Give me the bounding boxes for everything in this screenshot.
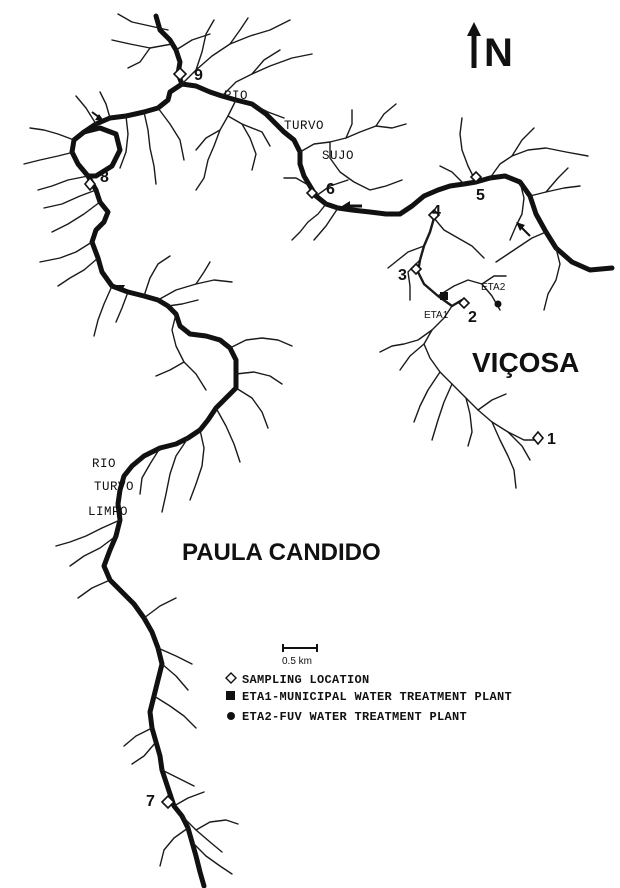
river-label-rio-sujo: RIO: [224, 89, 248, 103]
site-1-label: 1: [547, 431, 556, 448]
site-4-label: 4: [432, 203, 441, 220]
site-3-label: 3: [398, 267, 407, 284]
eta1-label: ETA1: [424, 310, 449, 321]
legend-item-eta2: ETA2-FUV WATER TREATMENT PLANT: [242, 710, 467, 724]
legend-diamond-symbol: [225, 672, 237, 684]
legend-square-symbol: [226, 691, 235, 700]
site-8-marker: [83, 176, 97, 192]
river-label-turvo-sujo: TURVO: [284, 119, 324, 133]
river-label-limpo: LIMPO: [88, 505, 128, 519]
scale-label: 0.5 km: [282, 656, 312, 667]
site-9-marker: [172, 66, 188, 82]
legend: SAMPLING LOCATION ETA1-MUNICIPAL WATER T…: [225, 672, 512, 724]
sampling-sites: 1 2 3 4 5 6 7 8 9: [83, 66, 556, 810]
site-7-marker: [160, 794, 176, 810]
treatment-plants: ETA1 ETA2: [424, 282, 506, 321]
legend-circle-symbol: [227, 712, 235, 720]
site-1-marker: [531, 430, 545, 446]
legend-item-eta1: ETA1-MUNICIPAL WATER TREATMENT PLANT: [242, 690, 512, 704]
site-6-marker: [305, 186, 319, 200]
river-turvo-sujo: [69, 81, 615, 888]
legend-item-sampling: SAMPLING LOCATION: [242, 673, 370, 687]
city-label-paula-candido: PAULA CANDIDO: [182, 539, 381, 566]
city-label-vicosa: VIÇOSA: [472, 347, 579, 378]
tributary-network: [23, 13, 589, 875]
site-7-label: 7: [146, 793, 155, 810]
river-label-sujo: SUJO: [322, 149, 354, 163]
river-label-rio-limpo: RIO: [92, 457, 116, 471]
flow-arrows: [91, 111, 531, 295]
river-loop-8: [81, 125, 123, 179]
site-8-label: 8: [100, 169, 109, 186]
eta2-marker: [494, 300, 502, 308]
site-9-label: 9: [194, 67, 203, 84]
site-2-label: 2: [468, 309, 477, 326]
north-arrow: N: [467, 22, 513, 75]
site-6-label: 6: [326, 181, 335, 198]
site-5-label: 5: [476, 187, 485, 204]
eta1-marker: [440, 292, 448, 300]
scale-bar: 0.5 km: [282, 644, 318, 667]
river-labels: RIO TURVO SUJO RIO TURVO LIMPO: [88, 89, 354, 519]
site-3-marker: [409, 262, 423, 276]
site-4-marker: [427, 208, 441, 222]
site-5-marker: [469, 170, 483, 184]
north-label: N: [484, 31, 513, 75]
river-label-turvo-limpo: TURVO: [94, 480, 134, 494]
eta2-label: ETA2: [481, 282, 506, 293]
site-2-marker: [457, 296, 471, 310]
